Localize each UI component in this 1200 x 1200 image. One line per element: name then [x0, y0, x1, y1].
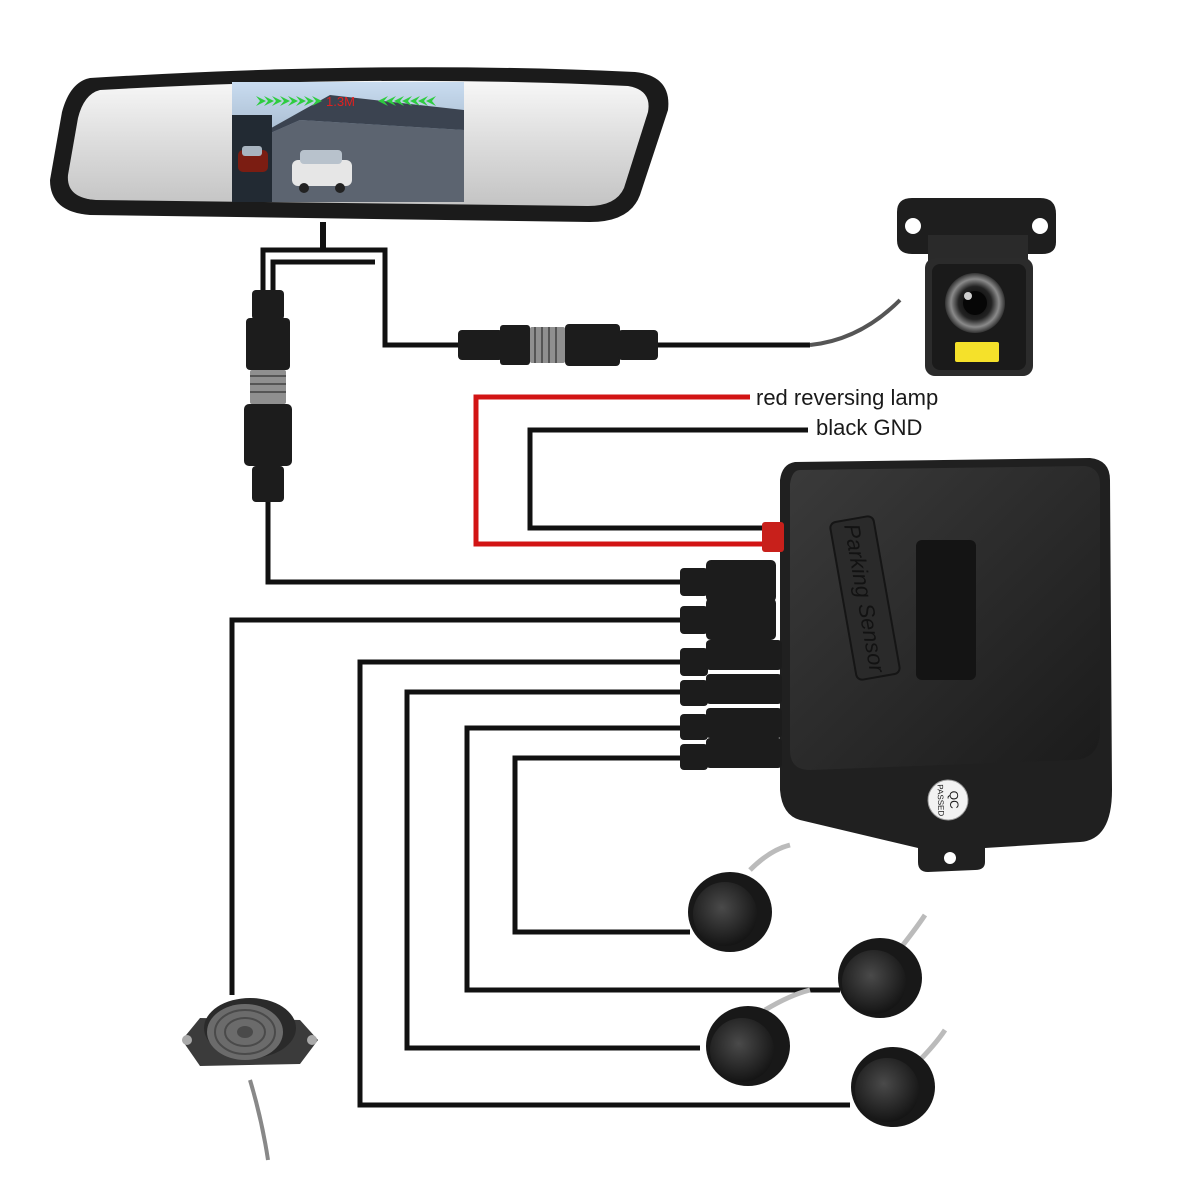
- camera-tail-cable: [809, 298, 902, 347]
- parking-sensor-a: [688, 842, 791, 952]
- parking-sensor-control-box: Parking Sensor QC PASSED: [680, 458, 1112, 872]
- wiring: [229, 247, 902, 1108]
- mirror-cable-split: [260, 247, 388, 300]
- black-gnd-wire: [527, 427, 808, 531]
- guide-arrows-right: [378, 96, 436, 106]
- red-wire-label: red reversing lamp: [756, 385, 938, 410]
- car-image-red: [238, 146, 268, 172]
- camera-cable-connector: [458, 324, 658, 366]
- car-image-white: [292, 150, 352, 193]
- mirror-screen: 1.3M: [232, 82, 464, 202]
- svg-text:QC: QC: [947, 791, 962, 810]
- parking-sensor-d: [851, 1028, 948, 1127]
- mirror-to-box-cable: [265, 500, 685, 585]
- reversing-camera: [897, 198, 1056, 376]
- distance-readout: 1.3M: [326, 94, 355, 109]
- buzzer-speaker: [182, 998, 318, 1161]
- sensor-cable-a: [512, 755, 690, 935]
- mirror-cable-connector: [244, 290, 292, 502]
- parking-sensor-b: [838, 913, 928, 1018]
- sensor-cable-d: [357, 659, 850, 1108]
- qc-passed-sticker: QC PASSED: [927, 779, 969, 821]
- power-terminal: [762, 522, 784, 552]
- svg-text:PASSED: PASSED: [935, 784, 945, 816]
- sensor-cable-c: [404, 689, 700, 1051]
- rearview-mirror-monitor: 1.3M: [50, 67, 669, 248]
- display-window: [916, 540, 976, 680]
- guide-arrows-left: [256, 96, 322, 106]
- red-reversing-lamp-wire: [473, 394, 770, 547]
- mirror-cable-split-inner: [270, 259, 375, 300]
- camera-led-icon: [955, 342, 999, 362]
- buzzer-cable: [229, 617, 680, 995]
- black-wire-label: black GND: [816, 415, 922, 440]
- box-connectors: [680, 560, 782, 770]
- parking-sensor-c: [706, 987, 811, 1086]
- camera-video-cable: [382, 300, 460, 348]
- sensor-cable-b: [464, 725, 840, 993]
